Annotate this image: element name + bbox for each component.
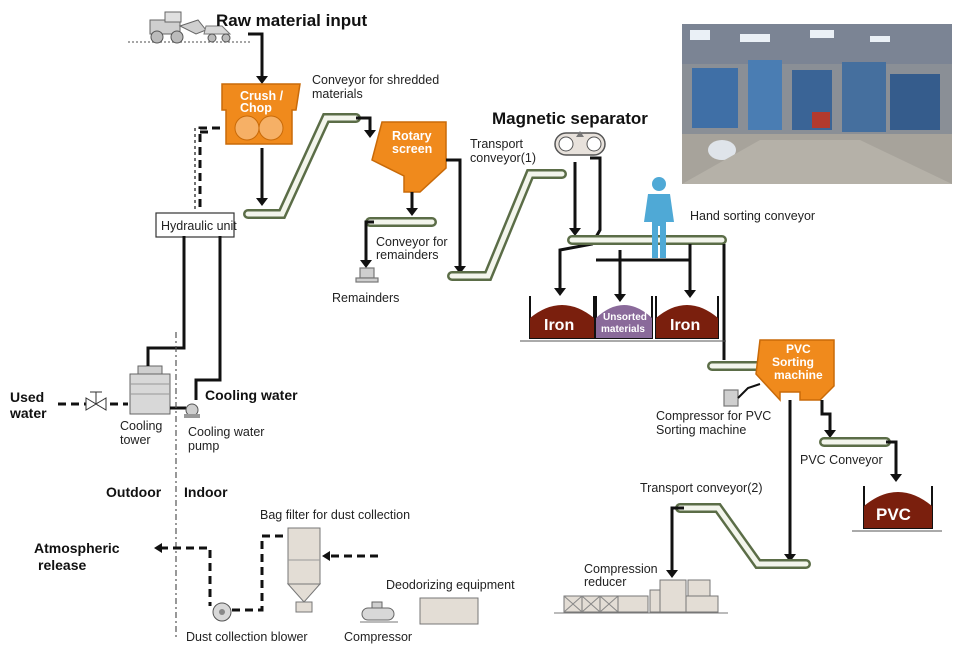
factory-photo	[682, 24, 952, 184]
hydraulic-unit-box	[155, 212, 235, 238]
cooling-water-pump-icon	[184, 403, 200, 418]
atmospheric-release-label: Atmospheric release	[34, 540, 123, 573]
pvc-bin	[863, 486, 933, 529]
conveyor-remainders-label: Conveyor for remainders	[376, 235, 451, 262]
cooling-water-pump-label: Cooling water pump	[188, 425, 268, 453]
unsorted-materials-label: Unsorted materials	[601, 312, 650, 335]
magnetic-separator-machine	[554, 131, 606, 156]
pvc-sorting-machine-label: PVC Sorting machine	[772, 342, 823, 382]
raw-material-input-title: Raw material input	[216, 11, 367, 30]
hand-sorting-conveyor-label: Hand sorting conveyor	[690, 209, 815, 223]
transport-conveyor-1-label: Transport conveyor(1)	[470, 137, 536, 165]
iron-label-2: Iron	[670, 317, 700, 334]
iron-label-1: Iron	[544, 317, 574, 334]
compression-reducer-machine	[554, 579, 728, 614]
crush-chop-machine	[221, 83, 301, 145]
compressor-label: Compressor	[344, 630, 412, 644]
cooling-tower-label: Cooling tower	[120, 419, 166, 447]
front-loader-icon	[128, 11, 250, 44]
indoor-label: Indoor	[184, 484, 228, 500]
pvc-label: PVC	[876, 505, 911, 524]
deodorizing-equipment-label: Deodorizing equipment	[386, 578, 515, 592]
remainders-label: Remainders	[332, 291, 399, 305]
transport-conveyor-2	[675, 503, 811, 569]
compressor-box	[723, 389, 739, 407]
deodorizing-equipment-icon	[419, 597, 479, 625]
hydraulic-unit-label: Hydraulic unit	[161, 219, 237, 233]
pvc-conveyor-label: PVC Conveyor	[800, 453, 883, 467]
compressor-pvc-label: Compressor for PVC Sorting machine	[656, 409, 775, 437]
cooling-water-label: Cooling water	[205, 387, 298, 403]
dust-collection-blower-icon	[212, 602, 232, 622]
crush-chop-label: Crush / Chop	[240, 89, 287, 115]
compression-reducer-label: Compression reducer	[584, 562, 661, 589]
rotary-screen-label: Rotary screen	[392, 129, 435, 156]
transport-conveyor-2-label: Transport conveyor(2)	[640, 481, 763, 495]
iron-bin-2	[655, 296, 719, 339]
used-water-label: Used water	[9, 389, 48, 421]
person-icon	[644, 177, 674, 258]
conveyor-shredded-label: Conveyor for shredded materials	[312, 73, 443, 101]
transport-conveyor-1	[447, 169, 567, 281]
shredded-materials-conveyor	[243, 113, 361, 219]
cooling-tower-icon	[129, 365, 171, 415]
pvc-sorting-machine	[755, 339, 835, 402]
dust-collection-blower-label: Dust collection blower	[186, 630, 308, 644]
outdoor-label: Outdoor	[106, 484, 162, 500]
valve-icon	[85, 391, 107, 411]
bag-filter-icon	[286, 527, 322, 613]
unsorted-materials-bin	[595, 296, 653, 339]
magnetic-separator-title: Magnetic separator	[492, 109, 648, 128]
iron-bin-1	[529, 296, 595, 339]
compressor-icon	[360, 601, 398, 623]
bag-filter-label: Bag filter for dust collection	[260, 508, 410, 522]
remainders-bin-icon	[355, 267, 379, 283]
